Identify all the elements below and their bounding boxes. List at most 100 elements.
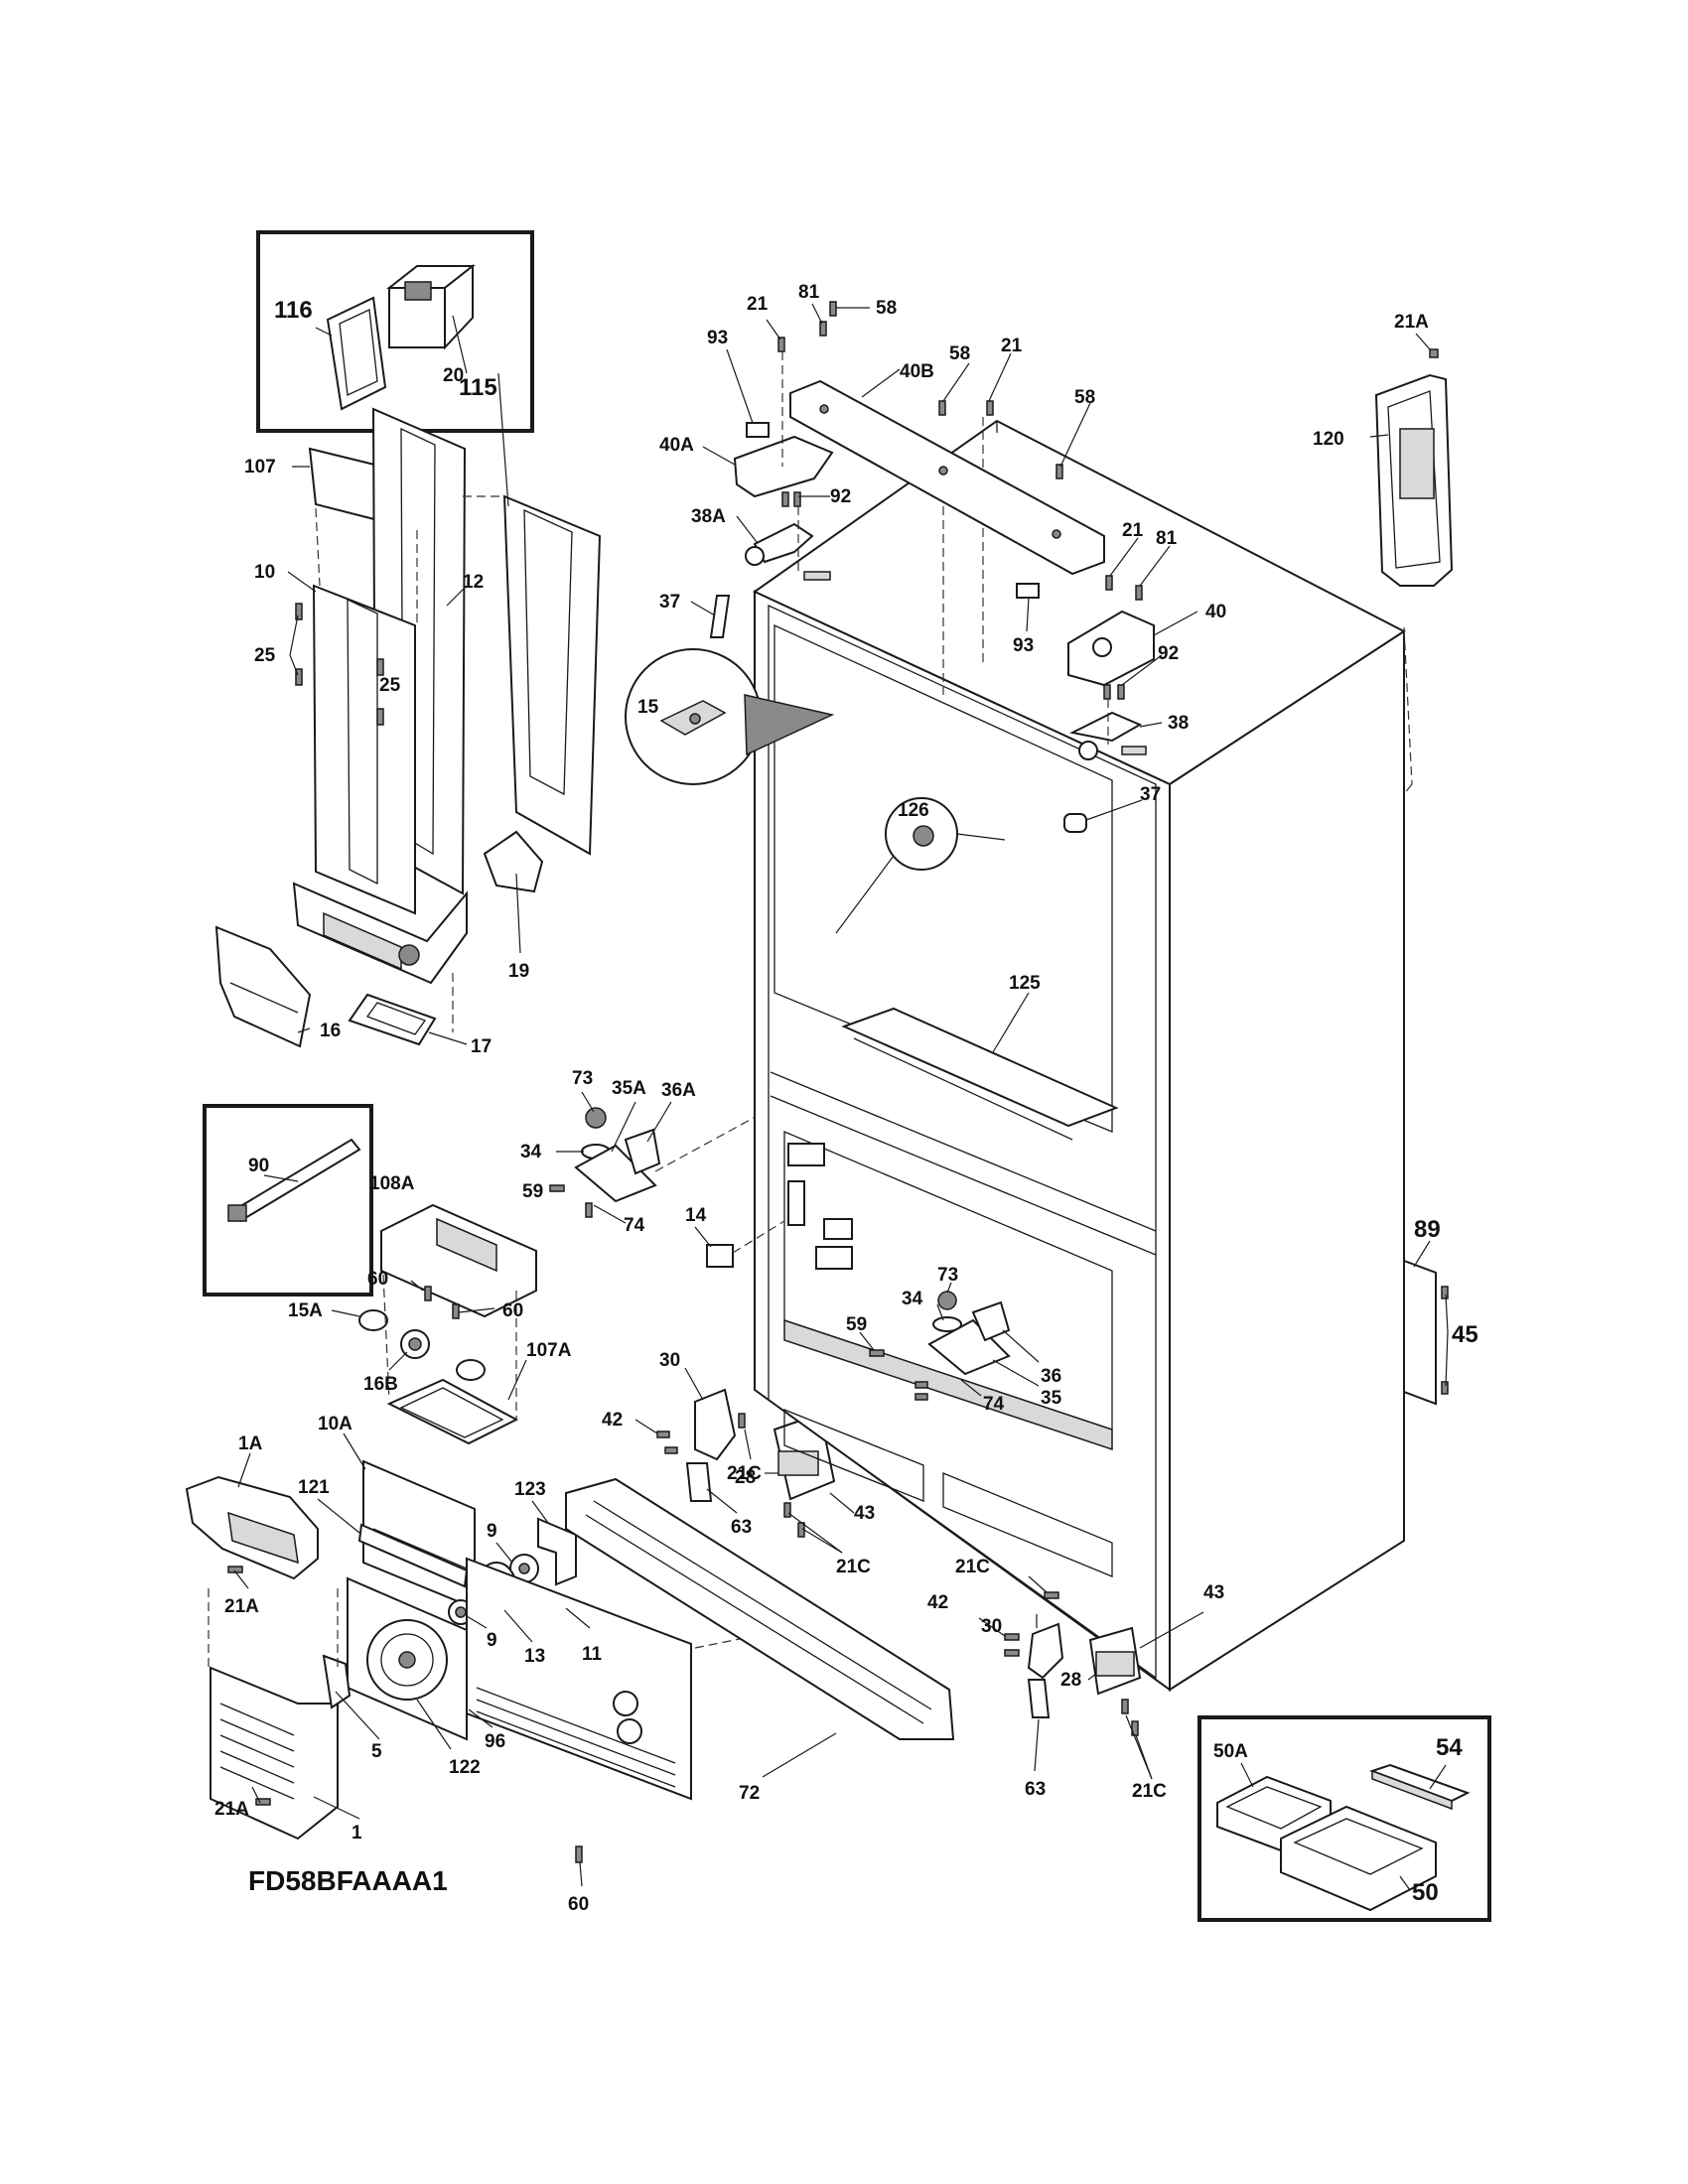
left-lower-hinge bbox=[634, 1367, 855, 1554]
label-116: 116 bbox=[274, 297, 313, 324]
label-21A-top-right: 21A bbox=[1394, 312, 1429, 333]
label-72: 72 bbox=[739, 1783, 760, 1804]
label-81-right: 81 bbox=[1156, 528, 1178, 549]
label-21-top-left: 21 bbox=[747, 294, 769, 315]
label-126: 126 bbox=[898, 800, 929, 821]
label-122: 122 bbox=[449, 1757, 481, 1778]
label-45: 45 bbox=[1452, 1321, 1478, 1348]
label-60-bottom: 60 bbox=[568, 1894, 589, 1915]
refrigerator-cabinet bbox=[694, 417, 1449, 1692]
label-16: 16 bbox=[320, 1021, 341, 1041]
label-54: 54 bbox=[1436, 1734, 1463, 1761]
label-115: 115 bbox=[459, 374, 497, 401]
label-36A: 36A bbox=[661, 1080, 696, 1101]
label-28-right: 28 bbox=[1060, 1670, 1081, 1691]
label-28-left: 28 bbox=[735, 1467, 756, 1488]
label-21A-left: 21A bbox=[224, 1596, 259, 1617]
label-74-lower: 74 bbox=[983, 1394, 1005, 1415]
label-21A-bottom: 21A bbox=[214, 1799, 249, 1820]
lower-right-door-bracket bbox=[859, 1282, 1040, 1401]
ice-chute-door-assembly bbox=[214, 372, 602, 1048]
label-93-left: 93 bbox=[707, 328, 728, 348]
label-59-upper: 59 bbox=[522, 1181, 543, 1202]
label-50A: 50A bbox=[1213, 1741, 1248, 1762]
label-58-right: 58 bbox=[1074, 387, 1095, 408]
dispenser-light-housing bbox=[331, 1203, 537, 1445]
inset-box-115-116 bbox=[256, 230, 534, 433]
label-120: 120 bbox=[1313, 429, 1344, 450]
label-10: 10 bbox=[254, 562, 275, 583]
label-37-right: 37 bbox=[1140, 784, 1161, 805]
label-43-right: 43 bbox=[1203, 1582, 1224, 1603]
label-89: 89 bbox=[1414, 1216, 1441, 1243]
label-21C-right-bottom: 21C bbox=[1132, 1781, 1167, 1802]
label-25-right: 25 bbox=[379, 675, 401, 696]
label-9-lower: 9 bbox=[487, 1630, 497, 1651]
label-92-right: 92 bbox=[1158, 643, 1179, 664]
inset-box-50-54 bbox=[1197, 1715, 1491, 1922]
label-58-mid: 58 bbox=[949, 343, 970, 364]
label-73-upper: 73 bbox=[572, 1068, 593, 1089]
label-9-upper: 9 bbox=[487, 1521, 497, 1542]
label-21C-mid: 21C bbox=[727, 1463, 762, 1484]
label-13: 13 bbox=[524, 1646, 545, 1667]
label-59-lower: 59 bbox=[846, 1314, 867, 1335]
label-5: 5 bbox=[371, 1741, 382, 1762]
control-panel-fan-assembly bbox=[185, 1433, 795, 1841]
label-73-lower: 73 bbox=[937, 1265, 958, 1286]
label-90: 90 bbox=[248, 1156, 269, 1176]
label-58-top: 58 bbox=[876, 298, 897, 319]
label-92-left: 92 bbox=[830, 486, 851, 507]
label-93-right: 93 bbox=[1013, 635, 1034, 656]
label-17: 17 bbox=[471, 1036, 492, 1057]
label-35A: 35A bbox=[612, 1078, 646, 1099]
top-hinge-hardware bbox=[690, 301, 1198, 760]
upper-left-door-bracket bbox=[549, 1091, 766, 1224]
label-19: 19 bbox=[508, 961, 529, 982]
label-21C-left-lower: 21C bbox=[836, 1557, 871, 1577]
callout-bubble-15 bbox=[625, 648, 835, 785]
label-10A: 10A bbox=[318, 1414, 352, 1434]
label-30-right: 30 bbox=[981, 1616, 1002, 1637]
louver-slots bbox=[476, 1687, 676, 1788]
label-25-left: 25 bbox=[254, 645, 276, 666]
label-15: 15 bbox=[637, 697, 659, 718]
label-123: 123 bbox=[514, 1479, 546, 1500]
label-74-upper: 74 bbox=[624, 1215, 645, 1236]
label-21-top-right: 21 bbox=[1001, 336, 1023, 356]
label-38: 38 bbox=[1168, 713, 1189, 734]
label-40: 40 bbox=[1205, 602, 1226, 622]
label-34-lower: 34 bbox=[902, 1289, 923, 1309]
label-63-left: 63 bbox=[731, 1517, 752, 1538]
label-40B: 40B bbox=[900, 361, 934, 382]
label-42-left: 42 bbox=[602, 1410, 623, 1431]
model-number: FD58BFAAAA1 bbox=[248, 1865, 448, 1896]
label-40A: 40A bbox=[659, 435, 694, 456]
grille-vents bbox=[219, 1703, 295, 1800]
label-1A: 1A bbox=[238, 1433, 263, 1454]
label-42-right: 42 bbox=[927, 1592, 948, 1613]
label-14: 14 bbox=[685, 1205, 707, 1226]
label-121: 121 bbox=[298, 1477, 330, 1498]
label-1: 1 bbox=[352, 1823, 362, 1843]
label-16B: 16B bbox=[363, 1374, 398, 1395]
label-108A: 108A bbox=[369, 1173, 415, 1194]
control-board-120 bbox=[1369, 333, 1454, 587]
label-37-left: 37 bbox=[659, 592, 680, 613]
label-38A: 38A bbox=[691, 506, 726, 527]
label-60-top: 60 bbox=[367, 1269, 388, 1290]
label-81-top: 81 bbox=[798, 282, 820, 303]
right-lower-hinge bbox=[978, 1575, 1204, 1780]
label-35: 35 bbox=[1041, 1388, 1062, 1409]
label-107A: 107A bbox=[526, 1340, 572, 1361]
label-20: 20 bbox=[443, 365, 464, 386]
inset-box-90 bbox=[203, 1104, 373, 1297]
label-12: 12 bbox=[463, 572, 484, 593]
label-21C-right-top: 21C bbox=[955, 1557, 990, 1577]
label-63-right: 63 bbox=[1025, 1779, 1046, 1800]
label-21-right: 21 bbox=[1122, 520, 1144, 541]
label-43-left: 43 bbox=[854, 1503, 875, 1524]
label-107: 107 bbox=[244, 457, 276, 478]
toe-grille bbox=[565, 1477, 955, 1887]
